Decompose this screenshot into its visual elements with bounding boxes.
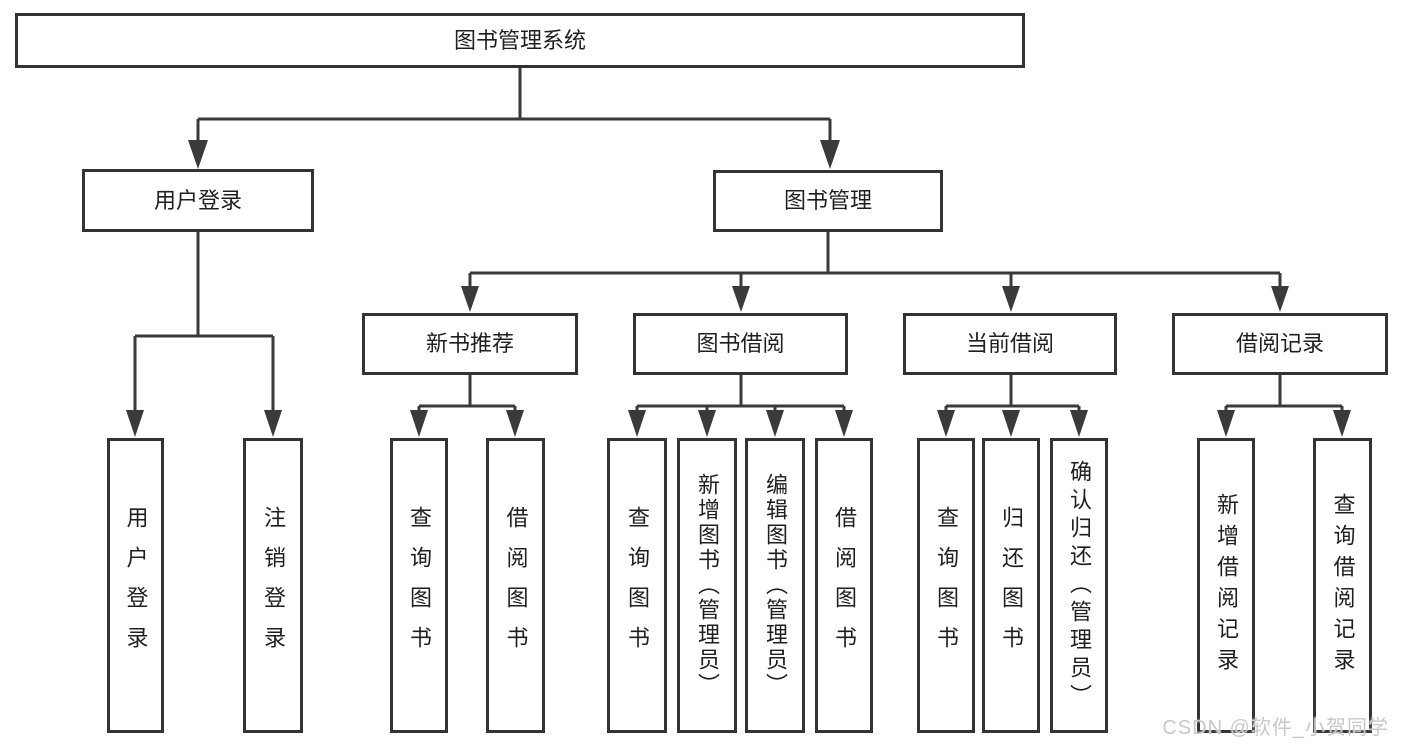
connector-new-book-children	[417, 375, 517, 412]
node-new-book-recommend: 新书推荐	[362, 313, 578, 375]
node-leaf-logout-label: 注销登录	[261, 505, 286, 666]
node-leaf-borrow-books-recommend: 借阅图书	[486, 438, 545, 733]
node-current-borrow: 当前借阅	[903, 313, 1117, 375]
node-book-borrow-label: 图书借阅	[696, 331, 785, 356]
node-leaf-query-borrow-record: 查询借阅记录	[1313, 438, 1372, 733]
node-leaf-add-borrow-record: 新增借阅记录	[1197, 438, 1255, 733]
node-leaf-query-borrow-record-label: 查询借阅记录	[1330, 492, 1356, 679]
node-leaf-query-books-current-label: 查询图书	[934, 505, 959, 666]
node-leaf-logout: 注销登录	[243, 438, 303, 733]
node-leaf-add-books-admin-label: 新增图书（管理员）	[695, 473, 720, 698]
node-leaf-add-borrow-record-label: 新增借阅记录	[1214, 492, 1239, 679]
connector-borrow-records-children	[1224, 375, 1344, 412]
node-book-management: 图书管理	[713, 170, 943, 232]
node-leaf-borrow-books-label: 借阅图书	[832, 505, 857, 666]
connector-current-borrow-children	[944, 375, 1081, 412]
node-leaf-edit-books-admin-label: 编辑图书（管理员）	[763, 473, 788, 698]
node-leaf-borrow-books: 借阅图书	[815, 438, 873, 733]
node-leaf-query-books-recommend: 查询图书	[390, 438, 448, 733]
csdn-watermark: CSDN @软件_小贺同学	[1162, 717, 1389, 739]
node-leaf-return-books-label: 归还图书	[999, 505, 1024, 666]
node-leaf-user-login-label: 用户登录	[123, 505, 149, 666]
node-leaf-edit-books-admin: 编辑图书（管理员）	[745, 438, 805, 733]
node-leaf-query-books-current: 查询图书	[917, 438, 975, 733]
node-leaf-borrow-books-recommend-label: 借阅图书	[503, 505, 529, 666]
node-leaf-user-login: 用户登录	[107, 438, 164, 733]
connector-book-borrow-children	[635, 375, 846, 412]
node-borrow-records-label: 借阅记录	[1235, 331, 1324, 356]
arrowheads-level3	[461, 286, 1289, 312]
arrowheads-borrow-records-children	[1217, 410, 1351, 437]
node-leaf-query-books-recommend-label: 查询图书	[407, 505, 432, 666]
node-leaf-return-books: 归还图书	[982, 438, 1040, 733]
arrowheads-new-book-children	[410, 410, 524, 437]
connector-root-to-level2	[196, 68, 832, 142]
node-borrow-records: 借阅记录	[1172, 313, 1388, 375]
connector-book-management-to-level3	[468, 232, 1282, 288]
arrowheads-current-borrow-children	[937, 410, 1088, 437]
connector-user-login-children	[133, 232, 275, 412]
node-book-borrow: 图书借阅	[633, 313, 848, 375]
arrowheads-user-login-children	[126, 410, 282, 437]
arrowheads-book-borrow-children	[628, 410, 853, 437]
node-leaf-add-books-admin: 新增图书（管理员）	[677, 438, 737, 733]
node-user-login: 用户登录	[82, 169, 314, 232]
arrowheads-level2	[188, 140, 840, 169]
node-leaf-confirm-return-admin: 确认归还（管理员）	[1050, 438, 1108, 733]
node-leaf-query-books-borrow: 查询图书	[607, 438, 667, 733]
node-leaf-confirm-return-admin-label: 确认归还（管理员）	[1067, 459, 1092, 712]
node-current-borrow-label: 当前借阅	[965, 331, 1054, 356]
node-book-management-label: 图书管理	[783, 188, 872, 213]
node-leaf-query-books-borrow-label: 查询图书	[625, 505, 650, 666]
node-user-login-label: 用户登录	[153, 187, 242, 213]
node-root-system-label: 图书管理系统	[453, 27, 586, 53]
node-root-system: 图书管理系统	[15, 13, 1025, 68]
node-new-book-recommend-label: 新书推荐	[425, 331, 514, 356]
